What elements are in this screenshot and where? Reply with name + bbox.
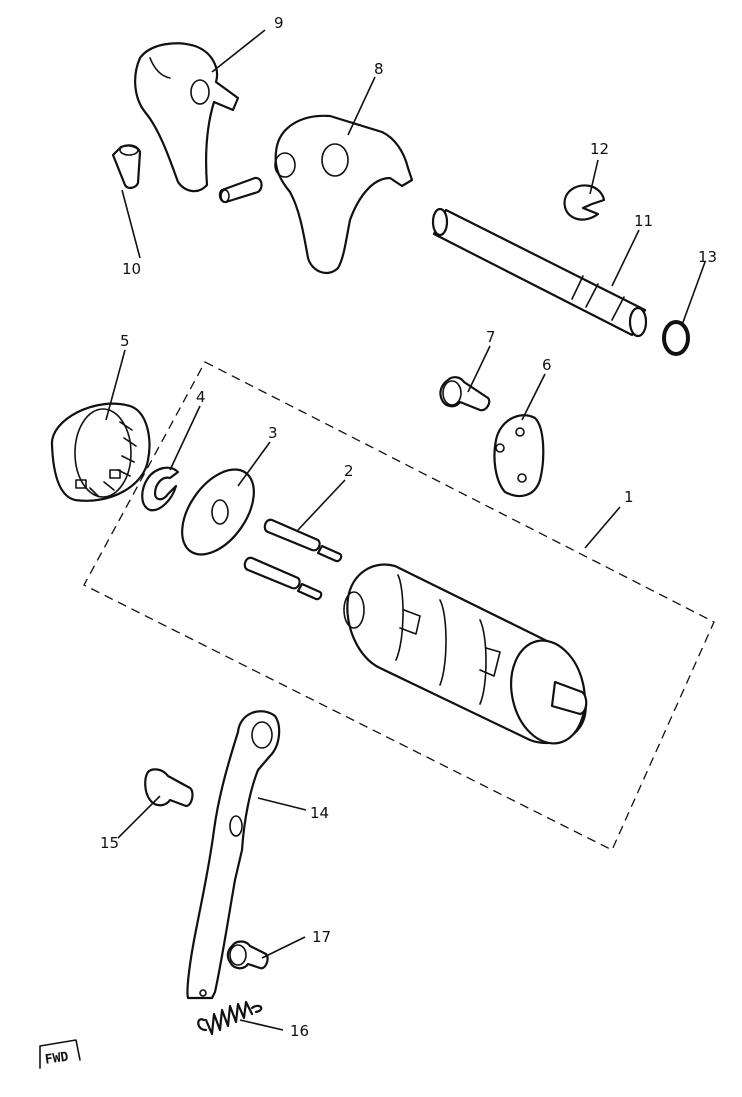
callout-6: 6 (542, 356, 552, 374)
callout-17: 17 (312, 928, 331, 946)
callout-4: 4 (196, 388, 206, 406)
callout-8: 8 (374, 60, 384, 78)
bolt-7 (439, 376, 491, 412)
circlip-12 (563, 184, 606, 221)
shaft-11 (431, 207, 648, 338)
callout-11: 11 (634, 212, 653, 230)
washer-3 (181, 468, 255, 556)
callout-14: 14 (310, 804, 329, 822)
callout-16: 16 (290, 1022, 309, 1040)
callout-12: 12 (590, 140, 609, 158)
clip-4 (141, 466, 180, 512)
leader-lines (105, 29, 706, 1031)
callout-3: 3 (268, 424, 278, 442)
guide-pin (218, 176, 263, 204)
stud-15 (144, 768, 194, 808)
o-ring-13 (662, 320, 690, 356)
shift-lever-14 (186, 710, 281, 1000)
callout-7: 7 (486, 328, 496, 346)
pin-10 (111, 144, 142, 189)
callout-15: 15 (100, 834, 119, 852)
callout-9: 9 (274, 14, 284, 32)
callout-labels: 1 2 3 4 5 6 7 8 9 10 11 12 13 14 15 16 1… (100, 14, 717, 1040)
fwd-marker: FWD (39, 1039, 81, 1069)
shift-drum-1 (343, 563, 588, 745)
plate-6 (493, 414, 545, 498)
callout-1: 1 (624, 488, 634, 506)
shift-fork-8 (274, 114, 414, 275)
shift-fork-9 (134, 42, 240, 193)
spring-16 (197, 1000, 263, 1036)
callout-5: 5 (120, 332, 130, 350)
fwd-label: FWD (44, 1050, 70, 1068)
callout-2: 2 (344, 462, 354, 480)
assembly-boundary (83, 361, 715, 851)
callout-13: 13 (698, 248, 717, 266)
bearing-5 (50, 402, 151, 502)
pins-2 (243, 518, 343, 601)
bolt-17 (226, 940, 269, 970)
callout-10: 10 (122, 260, 141, 278)
